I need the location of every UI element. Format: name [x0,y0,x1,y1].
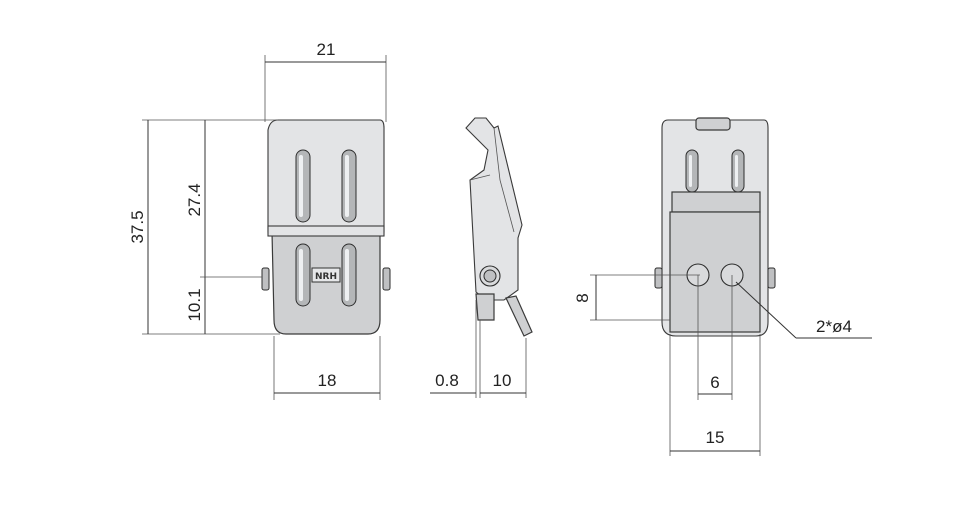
dim-rear-hole-callout: 2*ø4 [816,317,852,336]
rear-slot-left-hi [689,155,692,187]
rear-view [654,117,776,337]
dim-side-depth: 10 [493,371,512,390]
front-right-pin [382,267,391,291]
side-hook [505,295,533,337]
front-left-pin [261,267,270,291]
front-slot-upper-right-hi [345,155,349,217]
rear-hinge-bar [671,191,761,213]
dim-rear-width-bottom: 15 [706,428,725,447]
front-dimensions: 21 37.5 27.4 10.1 18 [128,40,387,400]
dim-rear-hole-spacing: 6 [710,373,719,392]
rear-dimensions: 8 6 15 2*ø4 [573,274,872,456]
dim-rear-hole-height: 8 [573,293,592,302]
front-slot-lower-right-hi [345,249,349,301]
rear-slot-right-hi [735,155,738,187]
front-lower-plate [271,231,381,335]
front-slot-lower-left-hi [299,249,303,301]
dim-front-height-lower: 10.1 [185,288,204,321]
front-logo-text: NRH [315,272,337,282]
rear-left-pin [654,267,663,289]
side-bottom-tab [475,293,495,321]
dim-front-height-total: 37.5 [128,210,147,243]
side-dimensions: 0.8 10 [430,300,527,398]
front-upper-plate [267,119,385,233]
dim-side-thickness: 0.8 [435,371,459,390]
rear-right-pin [767,267,776,289]
side-profile [465,117,523,301]
front-logo-box [311,267,341,283]
side-view [465,117,533,337]
dim-front-height-upper: 27.4 [185,183,204,216]
rear-inner-plate [669,211,761,333]
rear-top-tab [695,117,731,131]
front-slot-upper-left-hi [299,155,303,217]
dim-front-width-top: 21 [317,40,336,59]
side-pivot-inner [483,269,497,283]
dim-front-width-bottom: 18 [318,371,337,390]
front-view: NRH [261,119,391,335]
front-hinge-band [267,225,385,237]
